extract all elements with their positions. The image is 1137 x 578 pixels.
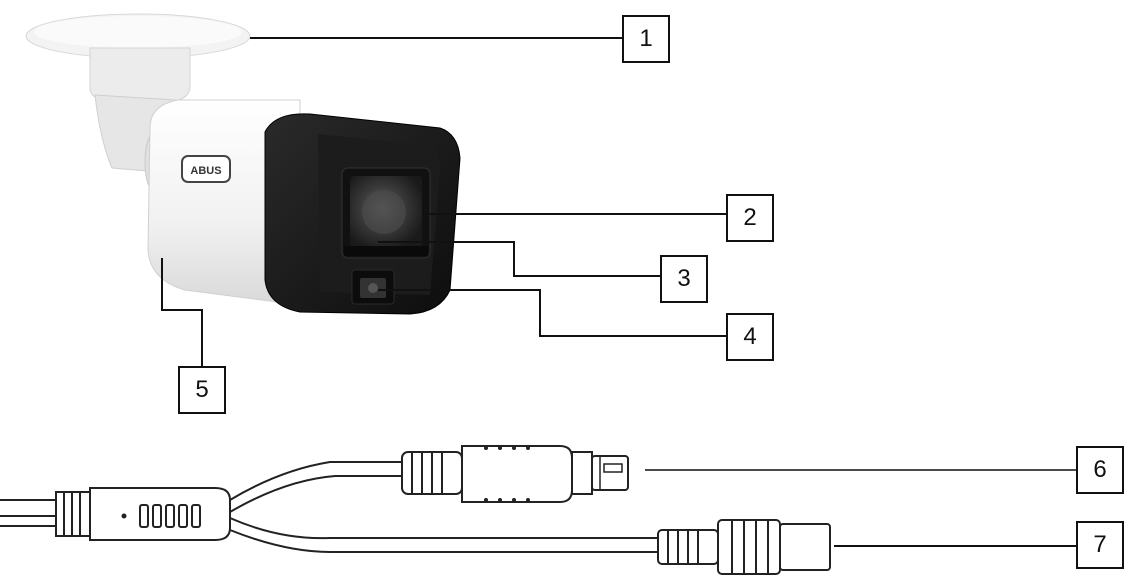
callout-1: 1 xyxy=(622,15,670,63)
callout-5-number: 5 xyxy=(195,376,209,403)
callout-6: 6 xyxy=(1076,446,1124,494)
brand-badge xyxy=(181,155,231,183)
leader-line-5 xyxy=(161,258,203,366)
callout-7: 7 xyxy=(1076,521,1124,569)
brand-logo: ABUS xyxy=(190,165,221,177)
callout-2-number: 2 xyxy=(743,204,757,231)
leader-line-3 xyxy=(378,241,660,277)
mounting-base xyxy=(25,13,251,103)
callout-2: 2 xyxy=(726,194,774,242)
lens xyxy=(341,167,431,259)
ir-led xyxy=(351,269,395,305)
callout-3-number: 3 xyxy=(677,265,691,292)
lens-bottom xyxy=(344,246,428,256)
camera-housing: ABUS xyxy=(147,99,301,306)
cable-assembly xyxy=(0,461,660,553)
bnc-connector xyxy=(401,445,629,503)
callout-5: 5 xyxy=(178,366,226,414)
splitter-body xyxy=(89,487,231,541)
callout-3: 3 xyxy=(660,255,708,303)
callout-4-number: 4 xyxy=(743,323,757,350)
dc-power-connector xyxy=(657,519,831,575)
leader-line-4 xyxy=(378,289,726,337)
strain-relief xyxy=(55,491,91,537)
leader-lines xyxy=(161,37,1076,547)
callout-7-number: 7 xyxy=(1093,531,1107,558)
callout-1-number: 1 xyxy=(639,25,653,52)
callout-6-number: 6 xyxy=(1093,456,1107,483)
callout-4: 4 xyxy=(726,313,774,361)
